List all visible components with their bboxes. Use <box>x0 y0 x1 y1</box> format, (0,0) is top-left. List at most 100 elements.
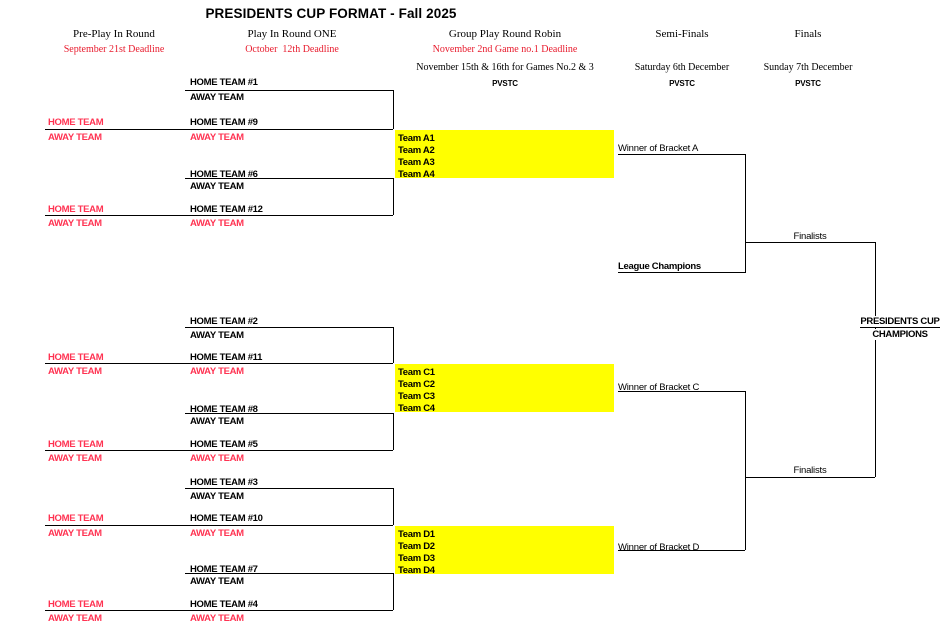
team-slot-label: AWAY TEAM <box>190 181 244 192</box>
team-slot-label: AWAY TEAM <box>190 453 244 464</box>
team-slot-label: AWAY TEAM <box>190 330 244 341</box>
match-underline <box>185 413 393 414</box>
group-team-label: Team A3 <box>398 157 435 168</box>
finalists-bottom-line <box>745 477 875 478</box>
team-slot-label: HOME TEAM #1 <box>190 77 258 88</box>
bracket-winner-label: Winner of Bracket D <box>618 542 700 553</box>
team-slot-label: HOME TEAM #4 <box>190 599 258 610</box>
group-team-label: Team D3 <box>398 553 435 564</box>
semi-finals-date: Saturday 6th December <box>634 62 730 73</box>
match-underline <box>185 488 393 489</box>
team-slot-label: HOME TEAM #7 <box>190 564 258 575</box>
group-box-a <box>395 130 614 178</box>
finals-venue: PVSTC <box>795 79 821 88</box>
advance-line <box>45 129 393 130</box>
match-connector-line <box>393 413 394 450</box>
finalists-bottom-label: Finalists <box>793 465 827 476</box>
champion-label-line1: PRESIDENTS CUP <box>858 316 942 327</box>
pre-play-team-label: HOME TEAM <box>48 439 104 450</box>
champion-label-line2: CHAMPIONS <box>858 329 942 340</box>
column-header-semi-finals: Semi-Finals <box>655 28 709 40</box>
league-champions-line <box>618 272 745 273</box>
team-slot-label: HOME TEAM #5 <box>190 439 258 450</box>
group-team-label: Team A4 <box>398 169 435 180</box>
column-header-finals: Finals <box>794 28 822 40</box>
team-slot-label: HOME TEAM #11 <box>190 352 263 363</box>
semi-finals-venue: PVSTC <box>669 79 695 88</box>
team-slot-label: AWAY TEAM <box>190 576 244 587</box>
group-box-c <box>395 364 614 412</box>
pre-play-deadline: September 21st Deadline <box>63 44 165 55</box>
team-slot-label: HOME TEAM #10 <box>190 513 263 524</box>
advance-line <box>45 525 393 526</box>
finalists-top-label: Finalists <box>793 231 827 242</box>
column-header-play-in: Play In Round ONE <box>247 28 337 40</box>
match-connector-line <box>393 90 394 129</box>
champion-line <box>860 327 940 328</box>
group-team-label: Team C1 <box>398 367 435 378</box>
group-team-label: Team C3 <box>398 391 435 402</box>
team-slot-label: HOME TEAM #8 <box>190 404 258 415</box>
match-underline <box>185 178 393 179</box>
advance-line <box>45 363 393 364</box>
group-team-label: Team A2 <box>398 145 435 156</box>
advance-line <box>45 450 393 451</box>
league-champions-label: League Champions <box>618 261 701 272</box>
pre-play-team-label: AWAY TEAM <box>48 132 102 143</box>
page-title: PRESIDENTS CUP FORMAT - Fall 2025 <box>205 6 457 21</box>
final-connector-line <box>875 242 876 477</box>
team-slot-label: AWAY TEAM <box>190 366 244 377</box>
advance-line <box>45 215 393 216</box>
group-team-label: Team D1 <box>398 529 435 540</box>
group-play-venue: PVSTC <box>492 79 518 88</box>
match-underline <box>185 573 393 574</box>
team-slot-label: HOME TEAM #3 <box>190 477 258 488</box>
match-connector-line <box>393 573 394 610</box>
match-connector-line <box>393 488 394 525</box>
column-header-pre-play: Pre-Play In Round <box>73 28 155 40</box>
winner-underline <box>618 391 745 392</box>
pre-play-team-label: AWAY TEAM <box>48 366 102 377</box>
group-team-label: Team C2 <box>398 379 435 390</box>
group-play-schedule: November 15th & 16th for Games No.2 & 3 <box>416 62 594 73</box>
group-team-label: Team C4 <box>398 403 435 414</box>
team-slot-label: HOME TEAM #6 <box>190 169 258 180</box>
finals-date: Sunday 7th December <box>763 62 853 73</box>
group-play-deadline: November 2nd Game no.1 Deadline <box>432 44 578 55</box>
pre-play-team-label: HOME TEAM <box>48 513 104 524</box>
winner-underline <box>618 550 745 551</box>
team-slot-label: HOME TEAM #2 <box>190 316 258 327</box>
group-team-label: Team A1 <box>398 133 435 144</box>
group-team-label: Team D2 <box>398 541 435 552</box>
team-slot-label: HOME TEAM #12 <box>190 204 263 215</box>
match-underline <box>185 327 393 328</box>
semi-cd-connector-line <box>745 391 746 550</box>
semi-a-connector-line <box>745 154 746 273</box>
winner-underline <box>618 154 745 155</box>
pre-play-team-label: AWAY TEAM <box>48 218 102 229</box>
team-slot-label: AWAY TEAM <box>190 491 244 502</box>
team-slot-label: AWAY TEAM <box>190 528 244 539</box>
team-slot-label: AWAY TEAM <box>190 92 244 103</box>
match-connector-line <box>393 327 394 363</box>
pre-play-team-label: AWAY TEAM <box>48 528 102 539</box>
pre-play-team-label: HOME TEAM <box>48 599 104 610</box>
team-slot-label: AWAY TEAM <box>190 613 244 624</box>
pre-play-team-label: AWAY TEAM <box>48 613 102 624</box>
advance-line <box>45 610 393 611</box>
group-box-d <box>395 526 614 574</box>
team-slot-label: AWAY TEAM <box>190 218 244 229</box>
team-slot-label: AWAY TEAM <box>190 132 244 143</box>
pre-play-team-label: HOME TEAM <box>48 352 104 363</box>
finalists-top-line <box>745 242 875 243</box>
team-slot-label: HOME TEAM #9 <box>190 117 258 128</box>
bracket-winner-label: Winner of Bracket A <box>618 143 699 154</box>
group-team-label: Team D4 <box>398 565 435 576</box>
match-connector-line <box>393 178 394 215</box>
play-in-deadline: October 12th Deadline <box>245 44 339 55</box>
team-slot-label: AWAY TEAM <box>190 416 244 427</box>
pre-play-team-label: HOME TEAM <box>48 204 104 215</box>
pre-play-team-label: HOME TEAM <box>48 117 104 128</box>
bracket-winner-label: Winner of Bracket C <box>618 382 700 393</box>
